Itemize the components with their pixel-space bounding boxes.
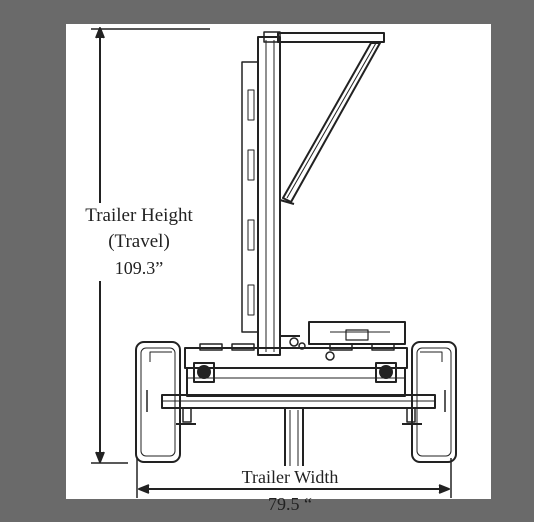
height-label-line2: (Travel)	[68, 229, 210, 255]
left-wheel	[135, 341, 181, 463]
height-label-line1: Trailer Height	[68, 203, 210, 229]
top-arm-and-brace	[277, 32, 385, 205]
left-tail-light	[193, 362, 215, 383]
mast	[241, 31, 281, 356]
upper-deck	[280, 321, 406, 350]
trailer-frame	[184, 343, 408, 397]
right-tail-light	[375, 362, 397, 383]
width-label: Trailer Width	[205, 466, 375, 488]
height-value: 109.3”	[68, 255, 210, 281]
width-value: 79.5 “	[268, 494, 312, 514]
right-wheel	[411, 341, 457, 463]
